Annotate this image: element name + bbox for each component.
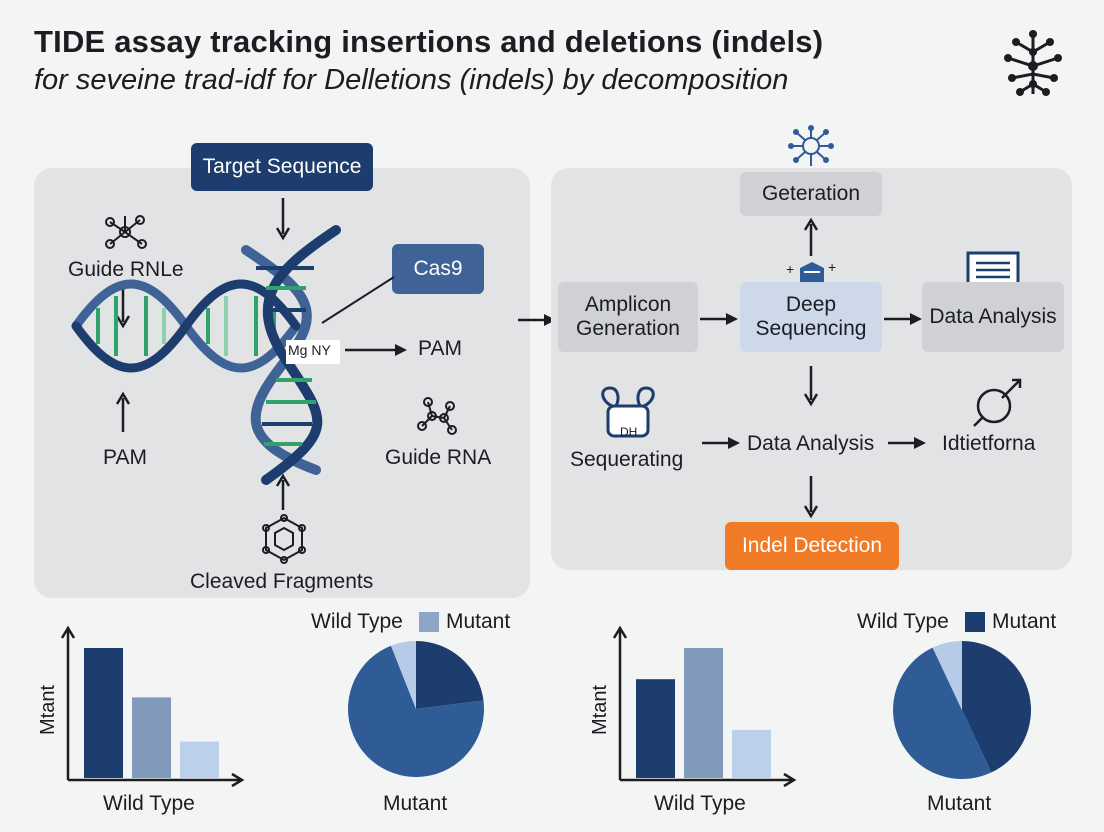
arrow-down-icon (803, 476, 819, 519)
sequencer-icon: + + (786, 259, 836, 284)
pie-slice (932, 641, 962, 710)
bar (132, 697, 171, 778)
pam-left-label: PAM (103, 446, 147, 469)
arrow-down-icon (115, 288, 131, 329)
page-subtitle: for seveine trad-idf for Delletions (ind… (34, 64, 789, 96)
cas9-pointer-line (321, 276, 395, 324)
pie-slice (416, 641, 484, 709)
y-axis-arrow (612, 625, 628, 639)
svg-text:+: + (786, 261, 794, 277)
arrow-up-icon (803, 217, 819, 256)
pie-chart-1 (348, 641, 484, 777)
pie-slice (390, 641, 416, 709)
arrow-right-icon (888, 437, 926, 449)
arrow-right-icon (345, 344, 407, 356)
x-axis-arrow (783, 772, 797, 788)
guide-rna-right-label: Guide RNA (385, 446, 492, 469)
pie-chart-1-xlabel: Mutant (383, 792, 448, 815)
bar (732, 729, 771, 778)
arrow-right-icon (518, 314, 556, 326)
document-icon (966, 251, 1020, 289)
deep-sequencing-box: Deep Sequencing (740, 282, 882, 352)
page-title: TIDE assay tracking insertions and delet… (34, 24, 824, 59)
hexagon-molecule-icon (262, 514, 306, 564)
pie-2-legend-wildtype: Wild Type (857, 610, 949, 633)
pie-slice (348, 645, 484, 777)
bar (180, 741, 219, 778)
arrow-up-icon (275, 473, 291, 510)
bar-chart-2: Mtant (589, 625, 797, 788)
arrow-right-icon (884, 313, 922, 325)
pam-right-label: PAM (418, 337, 462, 360)
pie-slice (893, 647, 992, 779)
arrow-right-icon (700, 313, 738, 325)
dna-cut-label: Mg NY (288, 342, 331, 358)
bar-chart-2-xlabel: Wild Type (654, 792, 746, 815)
generation-box: Geteration (740, 172, 882, 216)
target-sequence-box: Target Sequence (191, 143, 373, 191)
pie-2-legend-mutant-swatch (965, 612, 985, 632)
brain-network-icon (1004, 30, 1062, 96)
cleaved-fragments-label: Cleaved Fragments (190, 570, 374, 593)
y-axis-label: Mtant (37, 685, 59, 735)
data-analysis-label: Data Analysis (747, 432, 875, 455)
bar (636, 679, 675, 778)
arrow-right-icon (702, 437, 740, 449)
identification-label: Idtietforna (942, 432, 1036, 455)
magnifier-icon (973, 378, 1022, 427)
dna-helix-illustration (71, 225, 341, 485)
data-analysis-box: Data Analysis (922, 282, 1064, 352)
sequencing-label: Sequerating (570, 448, 684, 471)
cas9-box: Cas9 (392, 244, 484, 294)
svg-text:+: + (828, 259, 836, 275)
sequencing-icon-text: DH (620, 425, 638, 439)
pie-1-legend-wildtype: Wild Type (311, 610, 403, 633)
guide-rna-top-label: Guide RNLe (68, 258, 184, 281)
bar-chart-1: Mtant (37, 625, 245, 788)
bar-chart-1-xlabel: Wild Type (103, 792, 195, 815)
pie-1-legend-mutant: Mutant (446, 610, 511, 633)
arrow-up-icon (115, 391, 131, 432)
pie-2-legend-mutant: Mutant (992, 610, 1057, 633)
arrow-down-icon (275, 198, 291, 241)
amplicon-box: Amplicon Generation (558, 282, 698, 352)
molecule-network-icon (788, 125, 834, 166)
x-axis-arrow (231, 772, 245, 788)
molecule-icon (105, 215, 147, 249)
arrow-down-icon (803, 366, 819, 407)
pie-chart-2-xlabel: Mutant (927, 792, 992, 815)
pie-1-legend-mutant-swatch (419, 612, 439, 632)
bar (684, 648, 723, 778)
indel-detection-box: Indel Detection (725, 522, 899, 570)
pie-slice (962, 641, 1031, 773)
molecule-icon (417, 397, 457, 435)
y-axis-label: Mtant (589, 685, 611, 735)
sequencing-device-icon (601, 386, 655, 438)
pie-chart-2 (893, 641, 1031, 779)
y-axis-arrow (60, 625, 76, 639)
bar (84, 648, 123, 778)
